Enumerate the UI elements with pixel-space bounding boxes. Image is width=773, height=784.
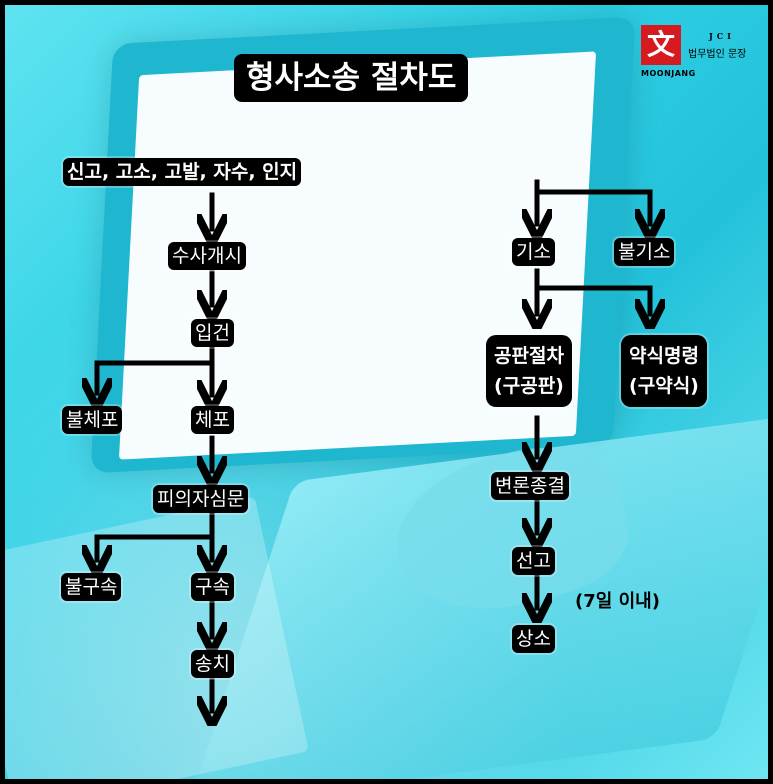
node-summary-order: 약식명령 (구약식) (621, 335, 707, 407)
node-public-trial-line1: 공판절차 (494, 345, 564, 367)
appeal-deadline-note: (7일 이내) (575, 591, 660, 612)
logo-mark: 文 (641, 25, 681, 65)
node-indictment: 기소 (512, 238, 555, 266)
arrow-to-no-arrest (97, 360, 215, 393)
node-suspect-interrogation: 피의자심문 (153, 485, 249, 513)
node-no-arrest: 불체포 (62, 406, 123, 434)
logo-firm-name: 법무법인 문장 (688, 49, 747, 60)
logo: 文 JCI 법무법인 문장 MOONJANG (641, 25, 761, 83)
node-no-detention: 불구속 (61, 573, 122, 601)
logo-english: MOONJANG (641, 69, 696, 78)
node-detention: 구속 (191, 573, 234, 601)
arrow-indictment-to-summary (534, 285, 650, 314)
page-title: 형사소송 절차도 (234, 54, 469, 102)
node-transfer: 송치 (191, 650, 234, 678)
node-report-complaint: 신고, 고소, 고발, 자수, 인지 (63, 158, 302, 186)
node-public-trial: 공판절차 (구공판) (486, 335, 572, 407)
node-appeal: 상소 (512, 625, 555, 653)
node-case-registration: 입건 (191, 319, 234, 347)
node-summary-order-line1: 약식명령 (629, 345, 699, 367)
node-sentence: 선고 (512, 547, 555, 575)
arrow-top-to-non-indictment (534, 189, 650, 224)
node-summary-order-line2: (구약식) (629, 375, 699, 397)
flow-arrows (5, 179, 768, 779)
node-non-indictment: 불기소 (614, 238, 675, 266)
node-investigation-start: 수사개시 (168, 242, 246, 270)
arrow-to-no-detention (97, 534, 215, 560)
node-arrest: 체포 (191, 406, 234, 434)
node-public-trial-line2: (구공판) (494, 375, 564, 397)
logo-jci: JCI (709, 31, 735, 41)
node-closing-argument: 변론종결 (491, 472, 569, 500)
